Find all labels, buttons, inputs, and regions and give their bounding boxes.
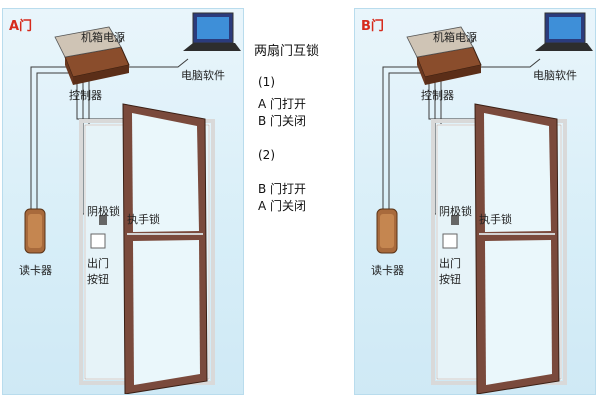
door-b-diagram: [376, 12, 593, 394]
exit-button-box: [442, 233, 458, 249]
handle-label: 执手锁: [127, 213, 160, 226]
reader-label: 读卡器: [371, 264, 404, 277]
door-a-title: A门: [9, 19, 33, 34]
door-a-diagram: [24, 12, 241, 394]
step-1-label: (1): [258, 75, 275, 89]
controller-label: 控制器: [69, 89, 102, 102]
magnetic-lock-body: [451, 215, 459, 225]
magnetic-lock-body: [99, 215, 107, 225]
door-b-panel: B门: [354, 8, 596, 395]
interlock-heading: 两扇门互锁: [254, 44, 320, 59]
exit-label-line2: 按钮: [439, 273, 461, 286]
handle-label: 执手锁: [479, 213, 512, 226]
step-1-line-1: A 门打开: [258, 97, 307, 111]
door-leaf: [122, 103, 208, 394]
exit-label-line1: 出门: [439, 257, 461, 270]
software-label: 电脑软件: [181, 69, 225, 82]
power-label: 机箱电源: [433, 31, 477, 44]
lock-label: 阴极锁: [87, 205, 120, 218]
lock-label: 阴极锁: [439, 205, 472, 218]
software-label: 电脑软件: [533, 69, 577, 82]
power-label: 机箱电源: [81, 31, 125, 44]
card-reader: [376, 208, 398, 254]
controller-box: [406, 26, 482, 85]
controller-box: [54, 26, 130, 85]
exit-label-line1: 出门: [87, 257, 109, 270]
card-reader: [24, 208, 46, 254]
exit-label-line2: 按钮: [87, 273, 109, 286]
controller-label: 控制器: [421, 89, 454, 102]
reader-label: 读卡器: [19, 264, 52, 277]
laptop-icon: [183, 12, 241, 51]
step-1-line-2: B 门关闭: [258, 114, 307, 128]
step-2-label: (2): [258, 148, 275, 162]
door-b-title: B门: [361, 19, 384, 34]
step-2-line-2: A 门关闭: [258, 199, 307, 213]
exit-button-box: [90, 233, 106, 249]
laptop-icon: [535, 12, 593, 51]
door-leaf: [474, 103, 560, 394]
step-2-line-1: B 门打开: [258, 182, 307, 196]
interlock-description: 两扇门互锁 (1) A 门打开 B 门关闭 (2) B 门打开 A 门关闭: [252, 30, 352, 230]
door-a-panel: A门: [2, 8, 244, 395]
